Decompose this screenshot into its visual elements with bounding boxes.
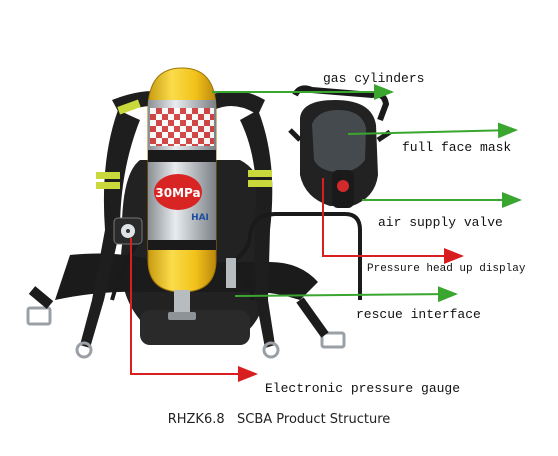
diagram-caption: RHZK6.8 SCBA Product Structure [167, 412, 391, 427]
cylinder-valve [174, 290, 190, 312]
label-full-face-mask: full face mask [402, 140, 512, 155]
cylinder-strap [148, 150, 216, 162]
rescue-connector [226, 258, 236, 288]
shoulder-straps [80, 91, 275, 348]
label-pressure-hud: Pressure head up display [367, 263, 526, 275]
label-pressure-gauge: Electronic pressure gauge [265, 381, 461, 396]
reflective-strip [96, 172, 120, 179]
arrow-rescue-interface [234, 286, 458, 303]
label-air-supply-valve: air supply valve [378, 215, 503, 230]
label-rescue-interface: rescue interface [356, 307, 481, 322]
arrow-full-face-mask [347, 122, 518, 139]
cylinder-brand-text: HAI [191, 213, 209, 223]
arrow-pressure-hud [322, 178, 464, 264]
air-hose [230, 212, 362, 300]
cylinder-pressure-badge [154, 174, 202, 210]
cylinder-pressure-text: 30MPa [155, 186, 200, 200]
gas-cylinder: 30MPa HAI [147, 67, 217, 320]
label-gas-cylinders: gas cylinders [323, 71, 425, 86]
mask-visor [312, 110, 366, 172]
reflective-strip [96, 182, 120, 189]
arrow-pressure-gauge [130, 238, 258, 382]
buckles [26, 286, 346, 359]
reflective-strip [248, 170, 272, 177]
pressure-gauge [110, 217, 143, 301]
face-mask [288, 85, 392, 208]
reflective-strip [117, 99, 141, 115]
reflective-strip [248, 180, 272, 187]
